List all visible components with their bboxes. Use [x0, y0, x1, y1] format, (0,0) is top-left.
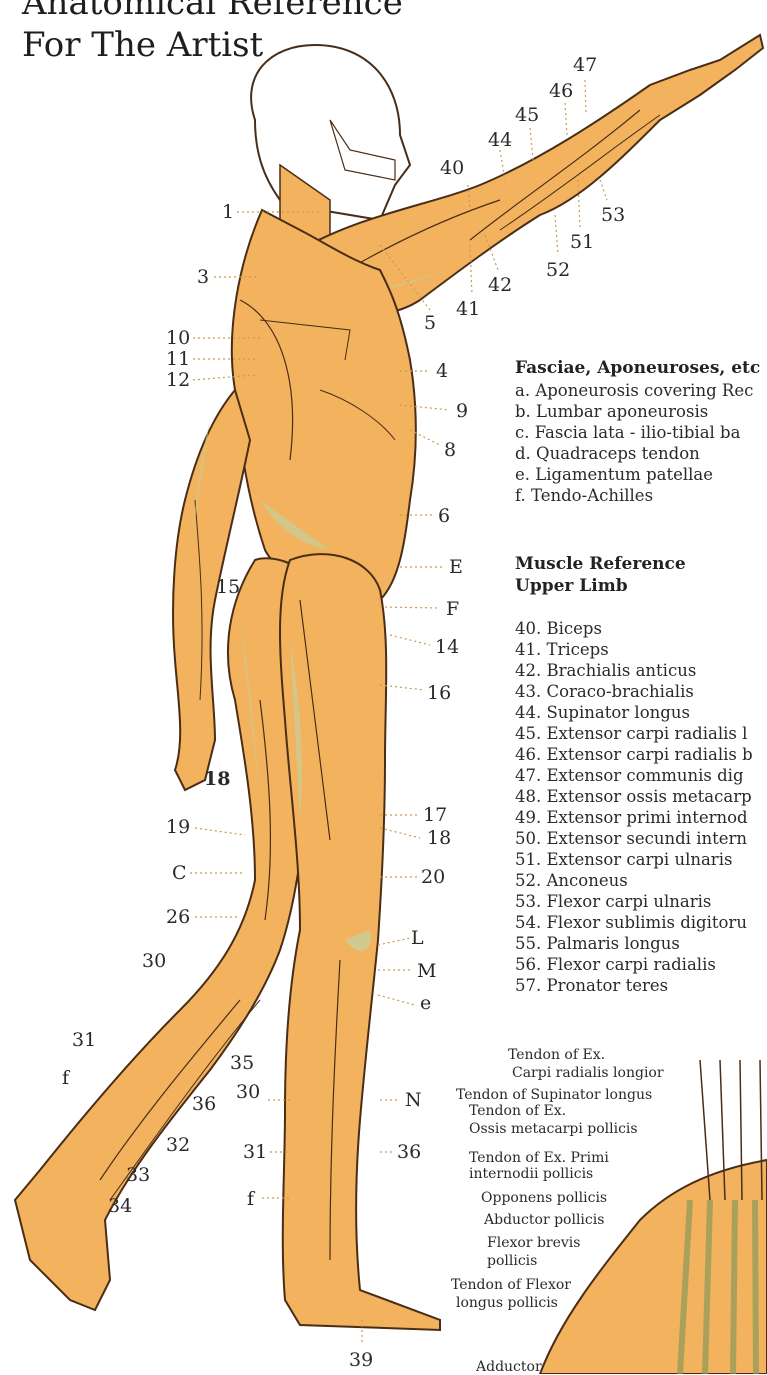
list-item: c. Fascia lata - ilio-tibial ba [515, 422, 753, 443]
figure-label: 53 [601, 206, 625, 225]
list-item: 56. Flexor carpi radialis [515, 954, 753, 975]
figure-label: E [449, 558, 463, 577]
list-item: 53. Flexor carpi ulnaris [515, 891, 753, 912]
figure-label: 18 [427, 829, 451, 848]
figure-label: 5 [424, 314, 436, 333]
hand-label: Tendon of Ex. Primi [469, 1150, 609, 1166]
hand-label: Flexor brevis [487, 1235, 580, 1251]
figure-label: 19 [166, 818, 190, 837]
list-item: 50. Extensor secundi intern [515, 828, 753, 849]
figure-label: F [446, 600, 459, 619]
back-leg [15, 558, 324, 1310]
figure-label: C [172, 864, 187, 883]
list-item: 42. Brachialis anticus [515, 660, 753, 681]
figure-label: 36 [192, 1095, 216, 1114]
figure-label: 46 [549, 82, 573, 101]
figure-label: 16 [427, 684, 451, 703]
figure-label: 34 [108, 1197, 132, 1216]
title-line-2: For The Artist [22, 28, 263, 62]
hand-label: Tendon of Supinator longus [456, 1087, 652, 1103]
list-item: 48. Extensor ossis metacarp [515, 786, 753, 807]
figure-label: 4 [436, 362, 448, 381]
figure-label: e [420, 994, 431, 1013]
figure-label: 36 [397, 1143, 421, 1162]
list-item: 41. Triceps [515, 639, 753, 660]
list-item: 46. Extensor carpi radialis b [515, 744, 753, 765]
list-item: a. Aponeurosis covering Rec [515, 380, 753, 401]
figure-label: 8 [444, 441, 456, 460]
figure-label: 26 [166, 908, 190, 927]
figure-label: 32 [166, 1136, 190, 1155]
hand-label: pollicis [487, 1253, 537, 1269]
figure-label: 14 [435, 638, 459, 657]
figure-label: 15 [216, 578, 240, 597]
hand-label: internodii pollicis [469, 1166, 593, 1182]
figure-label: 11 [166, 350, 190, 369]
figure-label: L [411, 929, 424, 948]
fasciae-heading: Fasciae, Aponeuroses, etc [515, 357, 760, 379]
list-item: 44. Supinator longus [515, 702, 753, 723]
figure-label: 9 [456, 402, 468, 421]
list-item: 51. Extensor carpi ulnaris [515, 849, 753, 870]
hand-label: Adductor [476, 1359, 542, 1375]
hand-label: Tendon of Ex. [508, 1047, 605, 1063]
figure-label: 18 [204, 770, 230, 789]
list-item: e. Ligamentum patellae [515, 464, 753, 485]
figure-label: 6 [438, 507, 450, 526]
list-item: 57. Pronator teres [515, 975, 753, 996]
figure-label: f [247, 1190, 254, 1209]
hand-label: longus pollicis [456, 1295, 558, 1311]
figure-label: 1 [222, 203, 234, 222]
list-item: 40. Biceps [515, 618, 753, 639]
figure-label: 45 [515, 106, 539, 125]
figure-label: 51 [570, 233, 594, 252]
figure-label: 31 [243, 1143, 267, 1162]
hand-label: Abductor pollicis [484, 1212, 604, 1228]
figure-label: 20 [421, 868, 445, 887]
list-item: 55. Palmaris longus [515, 933, 753, 954]
list-item: f. Tendo-Achilles [515, 485, 753, 506]
figure-label: 47 [573, 56, 597, 75]
figure-label: 30 [236, 1083, 260, 1102]
list-item: 49. Extensor primi internod [515, 807, 753, 828]
muscle-heading: Muscle Reference [515, 553, 686, 575]
figure-label: 52 [546, 261, 570, 280]
figure-label: 30 [142, 952, 166, 971]
hand-label: Opponens pollicis [481, 1190, 607, 1206]
list-item: 45. Extensor carpi radialis l [515, 723, 753, 744]
hand-label: Carpi radialis longior [512, 1065, 664, 1081]
muscle-list: 40. Biceps 41. Triceps 42. Brachialis an… [515, 618, 753, 996]
list-item: 52. Anconeus [515, 870, 753, 891]
list-item: 47. Extensor communis dig [515, 765, 753, 786]
hand-label: Tendon of Flexor [451, 1277, 571, 1293]
figure-label: 10 [166, 329, 190, 348]
figure-label: 17 [423, 806, 447, 825]
fasciae-list: a. Aponeurosis covering Rec b. Lumbar ap… [515, 380, 753, 506]
hand-label: Tendon of Ex. [469, 1103, 566, 1119]
upper-limb-heading: Upper Limb [515, 575, 628, 597]
figure-label: 41 [456, 300, 480, 319]
figure-label: f [62, 1069, 69, 1088]
hand-label: Ossis metacarpi pollicis [469, 1121, 638, 1137]
figure-label: 44 [488, 131, 512, 150]
title-line-1: Anatomical Reference [22, 0, 403, 20]
figure-label: M [417, 962, 436, 981]
list-item: d. Quadraceps tendon [515, 443, 753, 464]
list-item: 54. Flexor sublimis digitoru [515, 912, 753, 933]
figure-label: N [405, 1091, 422, 1110]
figure-label: 31 [72, 1031, 96, 1050]
list-item: 43. Coraco-brachialis [515, 681, 753, 702]
list-item: b. Lumbar aponeurosis [515, 401, 753, 422]
figure-label: 33 [126, 1166, 150, 1185]
figure-label: 39 [349, 1351, 373, 1370]
figure-label: 12 [166, 371, 190, 390]
figure-label: 35 [230, 1054, 254, 1073]
figure-label: 42 [488, 276, 512, 295]
figure-label: 3 [197, 268, 209, 287]
figure-label: 40 [440, 159, 464, 178]
